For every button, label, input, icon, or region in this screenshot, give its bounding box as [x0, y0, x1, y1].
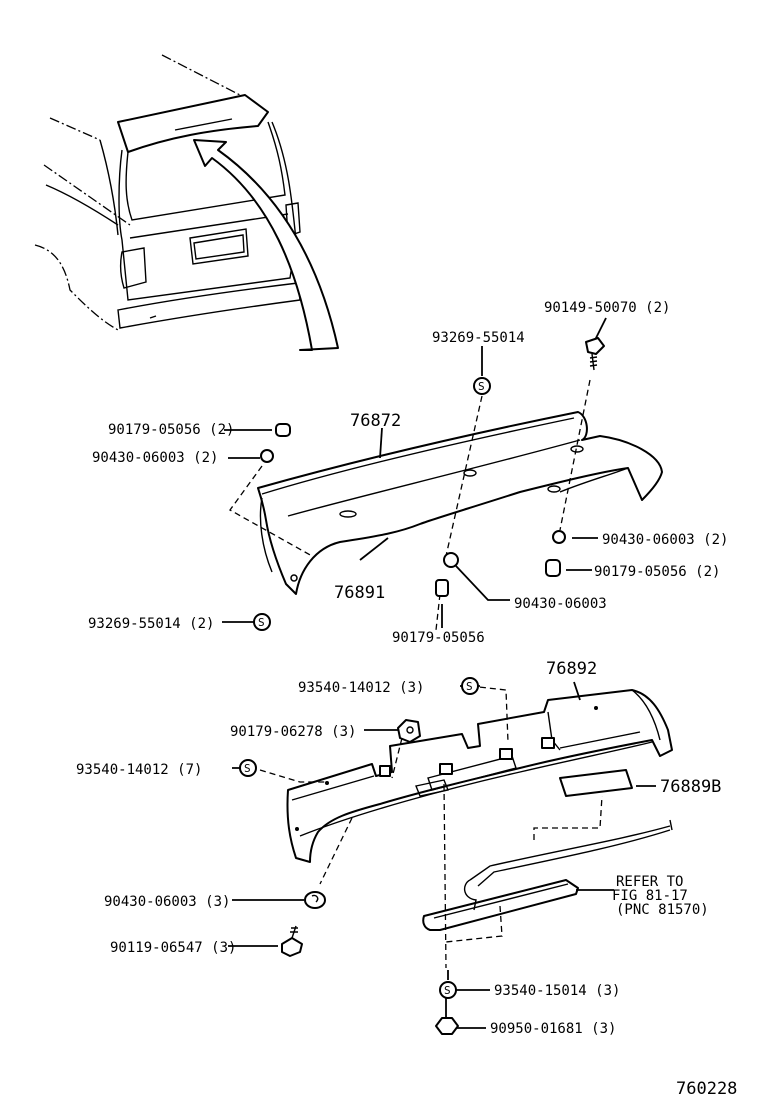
s-mark-icon: S S — [253, 377, 491, 631]
label-90179-05056-right: 90179-05056 (2) — [594, 564, 720, 580]
clip-icon — [304, 891, 326, 909]
label-90430-06003-3: 90430-06003 (3) — [104, 894, 230, 910]
label-90179-06278-3: 90179-06278 (3) — [230, 724, 356, 740]
refer-line-2: FIG 81-17 — [612, 888, 688, 904]
refer-line-1: REFER TO — [616, 874, 683, 890]
label-90179-05056-left: 90179-05056 (2) — [108, 422, 234, 438]
nut-icon — [435, 1017, 459, 1035]
screw-icon — [281, 925, 303, 957]
clip-icon — [435, 559, 561, 597]
label-90430-06003-right: 90430-06003 (2) — [602, 532, 728, 548]
label-76872: 76872 — [350, 411, 401, 431]
label-76889b: 76889B — [660, 777, 721, 797]
diagram-code: 760228 — [676, 1079, 737, 1099]
label-90119-06547-3: 90119-06547 (3) — [110, 940, 236, 956]
stop-lamp-icon — [422, 819, 673, 931]
label-76891: 76891 — [334, 583, 385, 603]
label-90179-05056: 90179-05056 — [392, 630, 485, 646]
svg-text:S: S — [478, 380, 485, 393]
label-90430-06003-mid: 90430-06003 — [514, 596, 607, 612]
screw-icon — [585, 337, 605, 371]
s-mark-icon: S S S — [239, 677, 479, 999]
label-93540-15014-3: 93540-15014 (3) — [494, 983, 620, 999]
label-90950-01681-3: 90950-01681 (3) — [490, 1021, 616, 1037]
clip-icon — [275, 423, 291, 437]
svg-text:S: S — [244, 762, 251, 775]
refer-line-3: (PNC 81570) — [616, 902, 709, 918]
label-93269-55014-top: 93269-55014 — [432, 330, 525, 346]
sticker-icon — [559, 769, 633, 797]
label-93540-14012-7: 93540-14012 (7) — [76, 762, 202, 778]
svg-text:S: S — [466, 680, 473, 693]
washer-icon — [260, 449, 566, 568]
label-90149-50070: 90149-50070 (2) — [544, 300, 670, 316]
spoiler-upper-icon — [257, 411, 663, 595]
label-93269-55014-2: 93269-55014 (2) — [88, 616, 214, 632]
van-rear-view-icon — [34, 54, 339, 351]
svg-text:S: S — [258, 616, 265, 629]
spoiler-lower-icon — [286, 689, 673, 863]
nut-icon — [397, 719, 421, 743]
label-93540-14012-3: 93540-14012 (3) — [298, 680, 424, 696]
label-90430-06003-left: 90430-06003 (2) — [92, 450, 218, 466]
label-76892: 76892 — [546, 659, 597, 679]
svg-text:S: S — [444, 984, 451, 997]
